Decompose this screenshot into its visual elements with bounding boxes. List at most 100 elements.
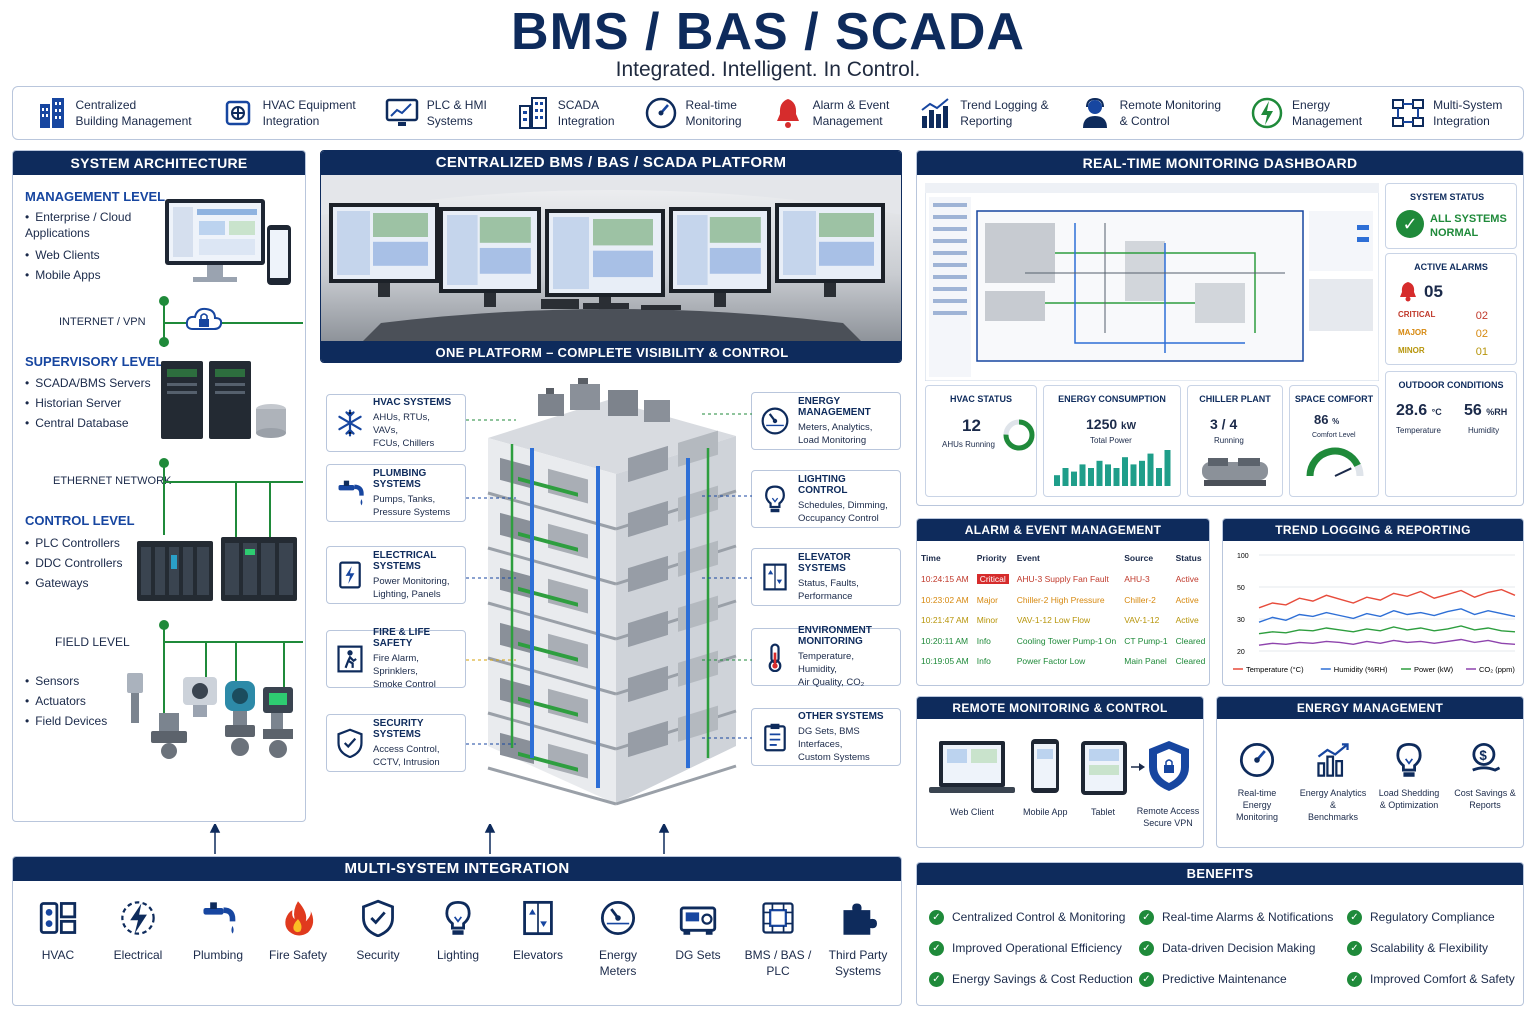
- event-cell: VAV-1-12 Low Flow: [1016, 615, 1091, 626]
- alarm-level-label: MAJOR: [1398, 328, 1427, 337]
- alarm-level-value: 01: [1475, 346, 1488, 358]
- system-status-title: SYSTEM STATUS: [1410, 192, 1485, 202]
- energy-management-panel: ENERGY MANAGEMENT Real-time Energy Monit…: [1216, 696, 1524, 848]
- feature-label: Energy Management: [1292, 98, 1363, 128]
- alarm-event-title: ALARM & EVENT MANAGEMENT: [917, 519, 1209, 541]
- trend-series-line: [1258, 608, 1516, 623]
- energy-management-label: Load Shedding & Optimization: [1378, 788, 1440, 810]
- feature-label: Remote Monitoring & Control: [1119, 98, 1221, 128]
- benefits-title: BENEFITS: [917, 863, 1523, 885]
- integration-item[interactable]: Third Party Systems: [821, 899, 895, 979]
- trend-logging-title: TREND LOGGING & REPORTING: [1223, 519, 1523, 541]
- event-cell: Power Factor Low: [1016, 656, 1086, 667]
- gauge-icon: [645, 97, 676, 129]
- space-comfort-sub: Comfort Level: [1312, 432, 1356, 439]
- supervisory-level-title: SUPERVISORY LEVEL: [25, 354, 164, 369]
- energy-management-item[interactable]: Load Shedding & Optimization: [1373, 741, 1445, 823]
- check-icon: ✓: [929, 909, 944, 925]
- energy-management-item[interactable]: $Cost Savings & Reports: [1449, 741, 1521, 823]
- benefit-label: Improved Comfort & Safety: [1370, 972, 1515, 986]
- alarm-table-header: Time: [921, 553, 941, 563]
- system-box-desc: Temperature, Humidity, Air Quality, CO₂: [798, 651, 865, 688]
- check-icon: ✓: [1139, 940, 1154, 956]
- energy-consumption-card: ENERGY CONSUMPTION 1250 kW Total Power: [1043, 385, 1181, 497]
- energy-management-title: ENERGY MANAGEMENT: [1217, 697, 1523, 719]
- trend-series-line: [1258, 588, 1516, 609]
- integration-label: Elevators: [512, 948, 564, 962]
- field-item: Field Devices: [25, 711, 107, 731]
- field-item: Actuators: [25, 691, 107, 711]
- energy-bar: [1139, 460, 1145, 486]
- flame-icon: [285, 901, 314, 936]
- supervisory-item: Central Database: [25, 413, 151, 433]
- energy-management-item[interactable]: Energy Analytics & Benchmarks: [1297, 741, 1369, 823]
- integration-item[interactable]: Elevators: [501, 899, 575, 979]
- integration-item[interactable]: Security: [341, 899, 415, 979]
- feature-label: HVAC Equipment Integration: [262, 98, 356, 128]
- hvac-status-title: HVAC STATUS: [950, 394, 1012, 404]
- energy-bar: [1062, 468, 1069, 486]
- benefit-label: Centralized Control & Monitoring: [952, 910, 1126, 924]
- integration-item[interactable]: HVAC: [21, 899, 95, 979]
- system-status-card: SYSTEM STATUS ✓ ALL SYSTEMS NORMAL: [1385, 183, 1517, 249]
- bulb-icon: [445, 900, 471, 935]
- scada-screen[interactable]: [925, 183, 1379, 381]
- integration-item[interactable]: Electrical: [101, 899, 175, 979]
- remote-item-label: Mobile App: [1023, 807, 1068, 817]
- outdoor-temp-label: Temperature: [1396, 426, 1441, 435]
- alarm-table-header: Event: [1016, 553, 1040, 563]
- system-box-desc: Schedules, Dimming, Occupancy Control: [798, 499, 888, 524]
- management-level-list: Enterprise / Cloud Applications Web Clie…: [25, 209, 165, 285]
- integration-item[interactable]: DG Sets: [661, 899, 735, 979]
- page-title: BMS / BAS / SCADA: [511, 3, 1025, 61]
- integration-item[interactable]: Lighting: [421, 899, 495, 979]
- check-icon: ✓: [1347, 940, 1362, 956]
- feature-label: Multi-System Integration: [1433, 98, 1503, 128]
- faucet-icon: [338, 480, 364, 506]
- integration-item[interactable]: BMS / BAS / PLC: [741, 899, 815, 979]
- alarm-table-header: Status: [1175, 553, 1202, 563]
- trend-legend-label: Temperature (°C): [1246, 665, 1304, 674]
- integration-item[interactable]: Plumbing: [181, 899, 255, 979]
- benefit-item: ✓ Centralized Control & Monitoring: [929, 907, 1139, 927]
- tower-building-icon: [518, 97, 547, 129]
- source-cell: AHU-3: [1124, 574, 1150, 585]
- alarm-event-panel: ALARM & EVENT MANAGEMENT Time Priority Eve…: [916, 518, 1210, 686]
- feature-item: SCADA Integration: [516, 96, 615, 130]
- priority-cell: Minor: [976, 615, 998, 626]
- control-item: PLC Controllers: [25, 533, 123, 553]
- priority-cell: Major: [976, 594, 998, 605]
- integration-item[interactable]: Fire Safety: [261, 899, 335, 979]
- workstation-icon: [165, 199, 291, 285]
- system-box-desc: Pumps, Tanks, Pressure Systems: [373, 493, 451, 518]
- integration-item[interactable]: Energy Meters: [581, 899, 655, 979]
- bar-chart-icon: [921, 98, 949, 128]
- alarm-table-header: Priority: [976, 553, 1007, 563]
- benefit-label: Real-time Alarms & Notifications: [1162, 910, 1334, 924]
- active-alarms-count: 05: [1424, 282, 1443, 301]
- hvac-board-icon: [39, 902, 77, 934]
- outdoor-conditions-title: OUTDOOR CONDITIONS: [1398, 380, 1504, 390]
- system-status-value: ALL SYSTEMS NORMAL: [1430, 213, 1507, 239]
- trend-y-tick: 30: [1237, 617, 1245, 624]
- energy-management-item[interactable]: Real-time Energy Monitoring: [1221, 741, 1293, 823]
